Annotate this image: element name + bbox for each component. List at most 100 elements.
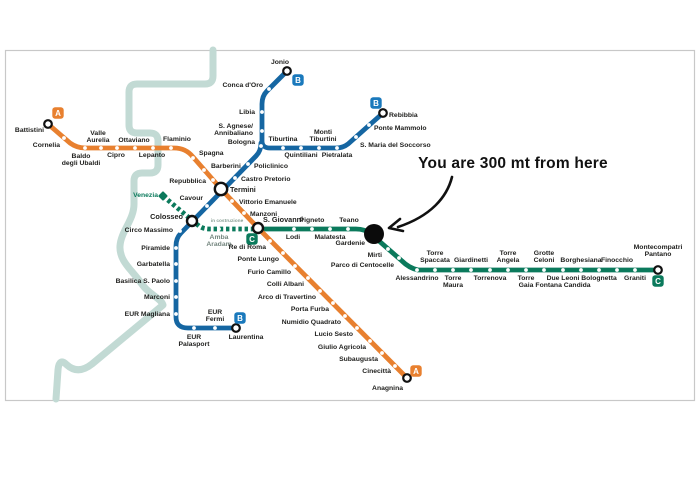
station-dot-barberini [202,168,206,172]
station-dot-ponte-lungo [281,251,285,255]
station-dot-basilica-s-paolo [174,279,178,283]
station-label-pietralata: Pietralata [322,152,353,159]
station-label-s-giovanni: S. Giovanni [263,215,303,224]
station-label-lepanto: Lepanto [139,152,165,159]
line-b-branch-path [259,68,386,151]
station-label-parco-di-centocelle: Parco di Centocelle [331,262,394,269]
station-dot-cipro [115,146,119,150]
station-dot-parco-di-centocelle [397,256,401,260]
station-dot-amba-aradam [217,227,221,231]
station-dot-valle-aurelia [99,146,103,150]
line-b-badge-jonio: B [292,74,304,86]
station-label-manzoni: Manzoni [250,211,277,218]
station-dot-bolognetta [597,268,601,272]
station-label-bologna: Bologna [228,139,255,146]
interchange-s-giovanni [251,221,265,235]
station-label-libia: Libia [239,109,255,116]
interchange-termini [213,181,229,197]
svg-text:B: B [237,314,243,323]
station-label-spagna: Spagna [199,150,224,157]
station-dot-graniti [633,268,637,272]
station-dot-eur-palasport [192,326,196,330]
station-label-porta-furba: Porta Furba [291,306,329,313]
station-dot-quintiliani [299,146,303,150]
station-label-subaugusta: Subaugusta [339,356,378,363]
station-dot-circo-massimo [178,229,182,233]
river-path [52,46,217,403]
station-label-flaminio: Flaminio [163,136,191,143]
station-label-castro-pretorio: Castro Pretorio [241,176,290,183]
station-dot-torrenova [488,268,492,272]
station-label-gardenie: Gardenie [336,240,366,247]
station-label-garbatella: Garbatella [137,261,170,268]
station-dot-arco-di-travertino [318,289,322,293]
station-label-bolognetta: Bolognetta [581,275,617,282]
station-label-numidio-quadrato: Numidio Quadrato [282,319,341,326]
station-dot-cavour [205,204,209,208]
station-label-lucio-sesto: Lucio Sesto [314,331,353,338]
station-dot-numidio-quadrato [343,314,347,318]
station-dot-manzoni [242,211,246,215]
station-label-anagnina: Anagnina [372,385,403,392]
station-dot-lucio-sesto [355,326,359,330]
you-are-here-label: You are 300 mt from here [418,155,608,172]
station-label-piramide: Piramide [141,245,170,252]
terminus-jonio [282,66,292,76]
station-dot-torre-angela [506,268,510,272]
line-c-badge-s-giovanni: C [246,233,258,245]
station-dot-lepanto [151,146,155,150]
station-dot-monti-tiburtini [317,146,321,150]
station-label-colosseo: Colosseo [150,212,183,221]
station-label-pigneto: Pigneto [300,217,325,224]
station-dot-cornelia [62,136,66,140]
interchange-colosseo [185,214,199,228]
station-label-quintiliani: Quintiliani [284,152,317,159]
station-dot-ponte-mammolo [367,123,371,127]
line-a-badge-battistini: A [52,107,64,119]
line-b-badge-laurentina: B [234,312,246,324]
station-dot-re-di-roma [268,239,272,243]
station-dot-libia [260,110,264,114]
station-dot-s-maria-del-soccorso [354,135,358,139]
station-label-tiburtina: Tiburtina [269,136,298,143]
station-dot-s-agnese-annibaliano [260,129,264,133]
station-label-eur-magliana: EUR Magliana [125,311,171,318]
station-dot-marconi [174,295,178,299]
terminus-battistini [43,119,53,129]
station-dot-garbatella [174,262,178,266]
station-dot-porta-furba [331,301,335,305]
station-label-policlinico: Policlinico [254,163,288,170]
svg-text:C: C [655,277,661,286]
station-label-cinecitt: Cinecittà [362,368,391,375]
svg-text:B: B [373,99,379,108]
station-dot-eur-fermi [213,326,217,330]
svg-text:A: A [413,367,419,376]
station-label-graniti: Graniti [624,275,646,282]
station-label-rebibbia: Rebibbia [389,112,418,119]
station-label-ponte-lungo: Ponte Lungo [237,256,279,263]
station-dot-lodi [292,227,296,231]
svg-text:B: B [295,76,301,85]
station-dot-colli-albani [306,276,310,280]
station-label-basilica-s-paolo: Basilica S. Paolo [116,278,170,285]
station-label-torrenova: Torrenova [474,275,507,282]
station-dot-mirti [386,247,390,251]
station-dot-cinecitt [393,364,397,368]
station-dot-piramide [174,246,178,250]
station-dot-vittorio-emanuele [230,199,234,203]
line-b-badge-rebibbia: B [370,97,382,109]
station-label-lodi: Lodi [286,234,300,241]
station-label-s-agnese-annibaliano: S. Agnese/Annibaliano [214,123,253,137]
station-label-battistini: Battistini [15,127,44,134]
station-label-finocchio: Finocchio [601,257,633,264]
station-dot-policlinico [246,162,250,166]
terminus-laurentina [231,323,241,333]
station-dot-conca-d-oro [267,87,271,91]
